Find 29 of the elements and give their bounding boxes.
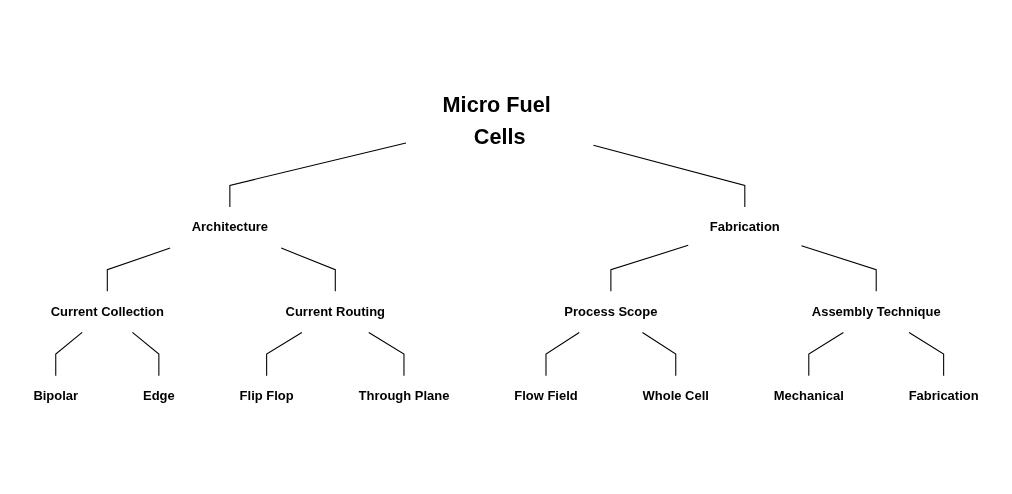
connector	[55, 331, 83, 377]
connector	[610, 244, 689, 292]
node-text: Process Scope	[564, 304, 658, 319]
node-text: Through Plane	[358, 388, 450, 404]
node-text: Flip Flop	[239, 388, 294, 404]
node-text: Flow Field	[514, 388, 578, 404]
node-text: Fabrication	[709, 219, 780, 235]
connector	[592, 144, 746, 208]
node-text: Mechanical	[773, 388, 844, 404]
connector	[229, 142, 407, 208]
connector	[266, 331, 303, 377]
node-text: Current Routing	[285, 304, 386, 319]
node-text: Fabrication	[908, 388, 979, 404]
connector	[368, 331, 405, 377]
node-text: Architecture	[191, 219, 269, 235]
connector	[106, 247, 171, 292]
connector	[908, 331, 945, 377]
connector	[280, 247, 336, 292]
node-text: Assembly Technique	[811, 304, 941, 319]
connector	[808, 331, 844, 377]
connector	[800, 245, 877, 292]
node-text: Edge	[142, 388, 175, 404]
connector	[545, 331, 580, 377]
node-text: Bipolar	[33, 388, 79, 404]
node-text: Micro Fuel Cells	[442, 92, 551, 149]
node-text: Whole Cell	[642, 388, 709, 404]
node-text: Current Collection	[50, 304, 164, 319]
connector	[131, 331, 160, 377]
connector	[641, 331, 677, 377]
